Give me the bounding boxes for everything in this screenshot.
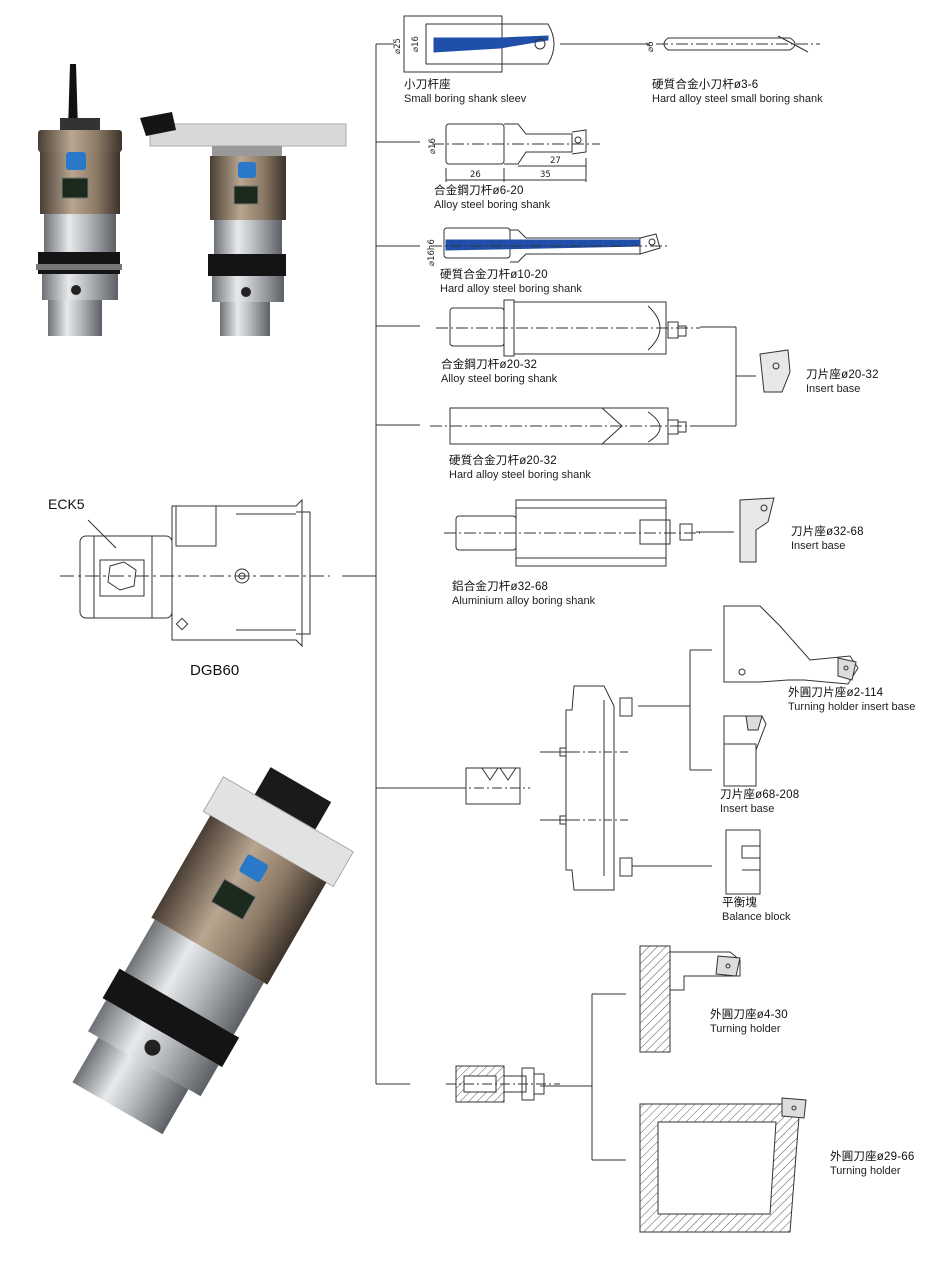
dim-d16-shank: ⌀16	[428, 138, 438, 154]
turning-holder-adapter-drawing	[446, 1065, 560, 1103]
aluminium-boring-shank-drawing	[444, 499, 700, 567]
boring-head-photo-2	[140, 112, 347, 336]
turning-holder-insert-base-drawing	[723, 605, 859, 685]
hard-alloy-boring-shank-20-32-drawing	[430, 407, 702, 445]
insert-base-68-208-drawing	[723, 715, 767, 787]
alloy-steel-boring-shank-6-20-drawing	[432, 123, 600, 182]
hard-alloy-boring-shank-10-20-drawing	[430, 227, 670, 263]
boring-head-photo-1	[36, 64, 122, 336]
turning-holder-29-66-drawing	[639, 1097, 807, 1233]
dim-d16h6: ⌀16h6	[427, 239, 437, 266]
boring-head-photo-3	[72, 767, 354, 1135]
eck5-callout: ECK5	[48, 496, 85, 512]
dim-d6: ⌀6	[646, 41, 656, 52]
dim-d16-sleeve: ⌀16	[411, 36, 421, 52]
dim-27: 27	[550, 156, 561, 166]
dim-26: 26	[470, 170, 481, 180]
dim-d25: ⌀25	[393, 38, 403, 54]
insert-base-32-68-drawing	[739, 497, 775, 563]
dim-35: 35	[540, 170, 551, 180]
balance-block-drawing	[725, 829, 761, 895]
radial-slide-drawing	[456, 685, 633, 891]
connector-lines	[342, 43, 756, 1161]
insert-base-20-32-drawing	[759, 349, 791, 393]
dgb60-model-label: DGB60	[190, 662, 240, 679]
alloy-steel-boring-shank-20-32-drawing	[436, 299, 700, 357]
turning-holder-4-30-drawing	[639, 945, 741, 1053]
small-boring-shank-sleeve-drawing	[403, 15, 820, 73]
dgb60-line-drawing	[60, 498, 330, 648]
